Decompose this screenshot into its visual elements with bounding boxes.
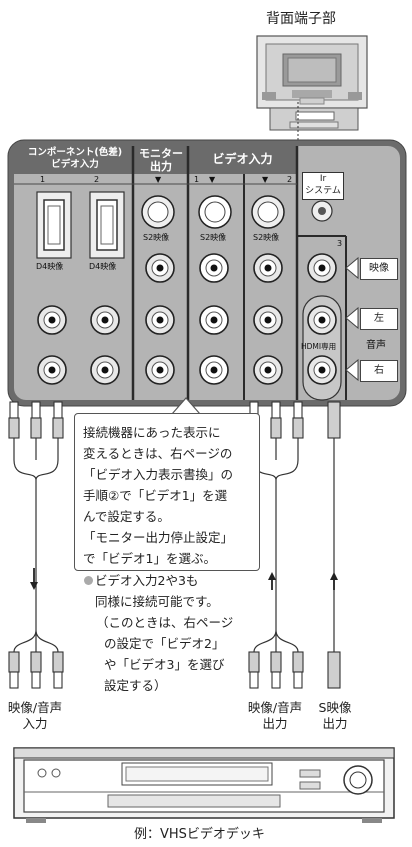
vhs-deck-illustration [13, 747, 395, 823]
av-output-label: 映像/音声 出力 [240, 700, 310, 732]
side-label-audio: 音声 [366, 340, 386, 351]
s2-video-label: S2映像 [253, 233, 280, 242]
rca-jack [90, 355, 120, 385]
down-marker: ▼ [262, 175, 269, 184]
rca-jack [199, 253, 229, 283]
note-line: 手順②で「ビデオ1」を選 [83, 488, 228, 503]
bullet-note-line: や「ビデオ3」を選び [104, 657, 225, 672]
d4-video-label: D4映像 [36, 262, 64, 271]
rca-jack [199, 305, 229, 335]
rear-terminal-title: 背面端子部 [266, 11, 336, 27]
ir-system-label: Ir システム [302, 172, 344, 200]
column-number: 2 [287, 175, 293, 184]
rca-jack [145, 305, 175, 335]
s2-video-label: S2映像 [200, 233, 227, 242]
bullet-note-line: 設定する） [104, 678, 167, 693]
down-marker: ▼ [155, 175, 162, 184]
bullet-note-text: ビデオ入力2や3も [95, 573, 199, 588]
plug-label-line: 入力 [22, 716, 48, 731]
plug-label-line: 映像/音声 [7, 700, 63, 715]
note-line: 接続機器にあった表示に [83, 425, 221, 440]
rca-jack [253, 355, 283, 385]
settings-note-box: 接続機器にあった表示に 変えるときは、右ページの 「ビデオ入力表示書換」の 手順… [74, 413, 260, 571]
note-line: で「ビデオ1」を選ぶ。 [83, 551, 216, 566]
column-number: 3 [337, 239, 343, 248]
plug-label-line: 出力 [262, 716, 288, 731]
rca-jack [90, 305, 120, 335]
d4-video-label: D4映像 [89, 262, 117, 271]
column-number: 2 [94, 175, 100, 184]
plug-label-line: 出力 [322, 716, 348, 731]
side-label-left: 左 [360, 308, 398, 330]
s-video-output-label: S映像 出力 [306, 700, 364, 732]
ir-label-line1: Ir [319, 174, 327, 184]
note-line: 「モニター出力停止設定」 [83, 530, 234, 545]
column-number: 1 [40, 175, 46, 184]
column-number: 1 [194, 175, 200, 184]
note-line: 変えるときは、右ページの [83, 446, 233, 461]
monitor-output-header: モニター 出力 [134, 147, 188, 173]
component-header-line2: ビデオ入力 [51, 159, 99, 170]
component-header-line1: コンポーネント(色差) [27, 147, 123, 158]
flow-arrows [30, 568, 338, 590]
bullet-note-line: ビデオ入力2や3も [84, 573, 199, 588]
rca-jack [253, 253, 283, 283]
rca-jack [145, 253, 175, 283]
bullet-icon [84, 576, 93, 585]
rca-jack [307, 355, 337, 385]
rca-jack [307, 253, 337, 283]
ir-label-line2: システム [305, 186, 341, 196]
component-header: コンポーネント(色差) ビデオ入力 [20, 147, 130, 171]
video-input-header: ビデオ入力 [212, 152, 273, 166]
example-caption: 例：VHSビデオデッキ [134, 827, 265, 842]
tv-rear-illustration [256, 35, 368, 131]
terminal-panel [7, 139, 407, 407]
av-input-cable [8, 401, 64, 689]
bullet-note-line: 同様に接続可能です。 [95, 594, 219, 609]
monitor-header-line2: 出力 [150, 160, 172, 173]
rca-jack [199, 355, 229, 385]
bullet-note-line: の設定で「ビデオ2」 [104, 636, 225, 651]
rca-jack [37, 355, 67, 385]
down-marker: ▼ [209, 175, 216, 184]
rca-jack [253, 305, 283, 335]
rca-jack [37, 305, 67, 335]
rca-jack [145, 355, 175, 385]
monitor-header-line1: モニター [139, 147, 183, 160]
side-label-right: 右 [360, 360, 398, 382]
note-line: んで設定する。 [83, 509, 170, 524]
hdmi-only-label: HDMI専用 [301, 342, 337, 351]
side-label-video: 映像 [360, 258, 398, 280]
rca-jack [307, 305, 337, 335]
s2-video-label: S2映像 [143, 233, 170, 242]
s-video-cable [327, 401, 341, 689]
plug-label-line: 映像/音声 [247, 700, 303, 715]
note-line: 「ビデオ入力表示書換」の [83, 467, 234, 482]
plug-label-line: S映像 [318, 700, 352, 715]
av-input-label: 映像/音声 入力 [0, 700, 70, 732]
bullet-note-line: （このときは、右ページ [96, 615, 234, 630]
